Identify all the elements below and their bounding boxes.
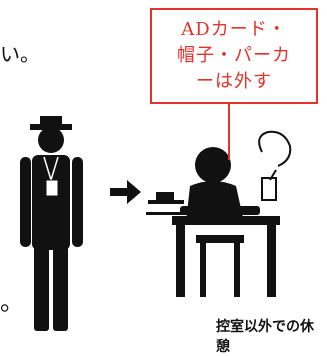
arm-left: [20, 157, 31, 247]
text-fragment-top: い。: [0, 42, 40, 66]
callout-line-3: ーは外す: [196, 71, 272, 92]
hat-crown: [40, 116, 62, 128]
desk-top: [172, 216, 280, 225]
torso: [32, 155, 70, 250]
illustration: [20, 116, 292, 331]
removed-items: [146, 192, 194, 215]
head: [195, 147, 231, 183]
ad-card-icon: [43, 156, 59, 197]
desk: [172, 216, 280, 297]
cup-icon: [258, 130, 292, 201]
head: [38, 127, 64, 153]
chair-leg: [234, 243, 240, 297]
callout-line-2: 帽子・パーカ: [177, 45, 291, 66]
caption: 控室以外での休憩: [216, 319, 314, 355]
callout-box: ADカード・ 帽子・パーカ ーは外す: [150, 8, 318, 104]
chair-seat: [196, 235, 244, 243]
leg-left: [34, 245, 49, 331]
chair-leg: [200, 243, 206, 297]
text-fragment-bottom: 。: [0, 288, 24, 316]
person-seated-icon: [180, 147, 260, 222]
arrow-right-icon: [110, 180, 141, 204]
callout-line-1: ADカード・: [181, 19, 287, 40]
callout-pointer: [228, 104, 230, 160]
arm-right: [72, 157, 83, 247]
leg-right: [53, 245, 68, 331]
desk-leg-right: [267, 225, 276, 297]
person-standing-icon: [20, 116, 83, 331]
desk-leg-left: [176, 225, 185, 297]
arms: [180, 206, 260, 215]
torso: [186, 181, 244, 222]
